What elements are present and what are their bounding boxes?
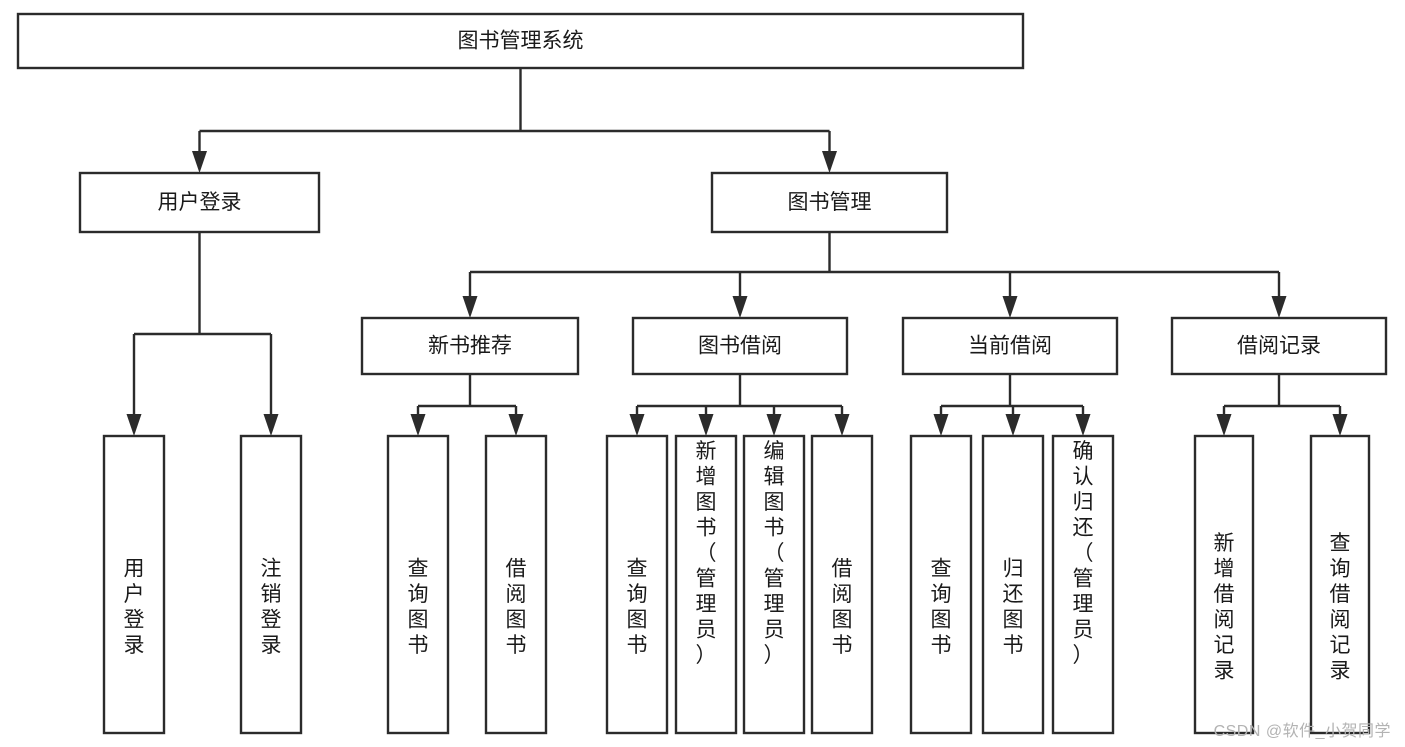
node-box[interactable] bbox=[1051, 434, 1115, 735]
node-box[interactable] bbox=[631, 316, 849, 376]
arrow-head bbox=[1271, 296, 1287, 318]
node-book-borrow[interactable]: 图书借阅 bbox=[631, 316, 849, 376]
node-box[interactable] bbox=[1170, 316, 1388, 376]
node-borrow-record[interactable]: 借阅记录 bbox=[1170, 316, 1388, 376]
connector-group bbox=[629, 374, 850, 436]
node-label: 图书管理 bbox=[788, 191, 872, 214]
node-op-user-login[interactable]: 用户登录 bbox=[102, 434, 166, 735]
node-box[interactable] bbox=[674, 434, 738, 735]
node-op-add-record[interactable]: 新增借阅记录 bbox=[1193, 434, 1255, 735]
arrow-head bbox=[629, 414, 645, 436]
node-op-query-book[interactable]: 查询图书 bbox=[605, 434, 669, 735]
arrow-head bbox=[1216, 414, 1232, 436]
node-label: 新增借阅记录 bbox=[1214, 532, 1235, 683]
node-op-query-book-rec[interactable]: 查询图书 bbox=[386, 434, 450, 735]
node-box[interactable] bbox=[605, 434, 669, 735]
node-label: 查询借阅记录 bbox=[1330, 532, 1351, 683]
arrow-head bbox=[1002, 296, 1018, 318]
node-box[interactable] bbox=[102, 434, 166, 735]
node-label: 查询图书 bbox=[931, 558, 952, 658]
node-box[interactable] bbox=[78, 171, 321, 234]
node-op-add-book[interactable]: 新增图书（管理员） bbox=[674, 434, 738, 735]
arrow-head bbox=[766, 414, 782, 436]
node-label: 查询图书 bbox=[627, 558, 648, 658]
node-box[interactable] bbox=[386, 434, 450, 735]
node-box[interactable] bbox=[742, 434, 806, 735]
arrow-head bbox=[1005, 414, 1021, 436]
connector-group bbox=[462, 232, 1287, 318]
connector-group bbox=[933, 374, 1091, 436]
node-label: 图书管理系统 bbox=[458, 30, 584, 53]
node-label: 归还图书 bbox=[1003, 558, 1024, 658]
node-box[interactable] bbox=[1193, 434, 1255, 735]
node-current-borrow[interactable]: 当前借阅 bbox=[901, 316, 1119, 376]
node-label: 用户登录 bbox=[124, 558, 145, 658]
node-label: 借阅记录 bbox=[1237, 335, 1321, 358]
node-label: 用户登录 bbox=[158, 191, 242, 214]
arrow-head bbox=[732, 296, 748, 318]
node-op-edit-book[interactable]: 编辑图书（管理员） bbox=[742, 434, 806, 735]
node-label: 编辑图书（管理员） bbox=[764, 440, 785, 667]
node-box[interactable] bbox=[901, 316, 1119, 376]
arrow-head bbox=[933, 414, 949, 436]
node-label: 查询图书 bbox=[408, 558, 429, 658]
node-label: 新增图书（管理员） bbox=[696, 440, 717, 667]
connector-layer bbox=[126, 68, 1348, 436]
connector-group bbox=[192, 68, 837, 173]
arrow-head bbox=[462, 296, 478, 318]
node-op-borrow-book[interactable]: 借阅图书 bbox=[810, 434, 874, 735]
node-op-return-book[interactable]: 归还图书 bbox=[981, 434, 1045, 735]
arrow-head bbox=[698, 414, 714, 436]
arrow-head bbox=[1075, 414, 1091, 436]
connector-group bbox=[126, 232, 279, 436]
node-box[interactable] bbox=[484, 434, 548, 735]
connector-group bbox=[410, 374, 524, 436]
node-label: 借阅图书 bbox=[506, 558, 527, 658]
arrow-head bbox=[1332, 414, 1348, 436]
arrow-head bbox=[508, 414, 524, 436]
arrow-head bbox=[410, 414, 426, 436]
node-label: 注销登录 bbox=[261, 558, 282, 658]
node-label: 图书借阅 bbox=[698, 335, 782, 358]
node-box[interactable] bbox=[16, 12, 1025, 70]
node-box[interactable] bbox=[360, 316, 580, 376]
node-label: 新书推荐 bbox=[428, 335, 512, 358]
node-box[interactable] bbox=[909, 434, 973, 735]
arrow-head bbox=[263, 414, 279, 436]
node-box[interactable] bbox=[1309, 434, 1371, 735]
node-new-book-rec[interactable]: 新书推荐 bbox=[360, 316, 580, 376]
node-op-confirm-return[interactable]: 确认归还（管理员） bbox=[1051, 434, 1115, 735]
node-box[interactable] bbox=[981, 434, 1045, 735]
node-label: 当前借阅 bbox=[968, 335, 1052, 358]
arrow-head bbox=[192, 151, 207, 173]
arrow-head bbox=[822, 151, 837, 173]
node-label: 确认归还（管理员） bbox=[1073, 440, 1094, 667]
node-root[interactable]: 图书管理系统 bbox=[16, 12, 1025, 70]
arrow-head bbox=[126, 414, 142, 436]
node-op-query-current[interactable]: 查询图书 bbox=[909, 434, 973, 735]
arrow-head bbox=[834, 414, 850, 436]
csdn-watermark: CSDN @软件_小贺同学 bbox=[1213, 723, 1391, 740]
node-user-login[interactable]: 用户登录 bbox=[78, 171, 321, 234]
node-box[interactable] bbox=[810, 434, 874, 735]
node-layer: 图书管理系统用户登录图书管理新书推荐图书借阅当前借阅借阅记录用户登录注销登录查询… bbox=[16, 12, 1388, 735]
node-op-borrow-book-rec[interactable]: 借阅图书 bbox=[484, 434, 548, 735]
node-op-user-logout[interactable]: 注销登录 bbox=[239, 434, 303, 735]
connector-group bbox=[1216, 374, 1348, 436]
node-label: 借阅图书 bbox=[832, 558, 853, 658]
node-box[interactable] bbox=[239, 434, 303, 735]
node-box[interactable] bbox=[710, 171, 949, 234]
node-op-query-record[interactable]: 查询借阅记录 bbox=[1309, 434, 1371, 735]
node-book-manage[interactable]: 图书管理 bbox=[710, 171, 949, 234]
